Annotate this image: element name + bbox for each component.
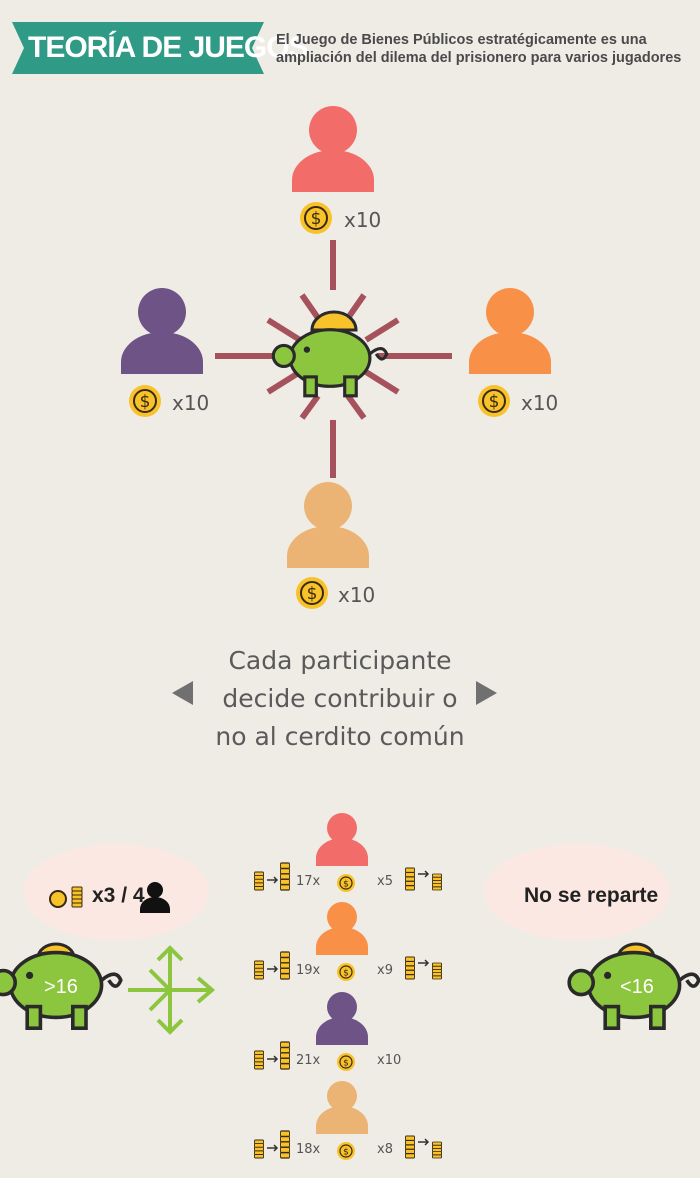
arrow-right-icon: [476, 681, 497, 705]
right-bubble-text: No se reparte: [524, 884, 659, 907]
person-icon: [140, 882, 170, 913]
row-4-left-count: 18x: [296, 1142, 321, 1157]
coin-icon: [128, 384, 162, 418]
row-1-right-count: x5: [377, 874, 393, 889]
right-pig-label: <16: [620, 976, 654, 998]
row-2-right-count: x9: [377, 963, 393, 978]
arrow-left-icon: [172, 681, 193, 705]
rays: [215, 240, 452, 478]
small-player-red-icon: [316, 813, 368, 866]
row-1-left-count: 17x: [296, 874, 321, 889]
title-banner: [12, 22, 264, 74]
coin-icon: [477, 384, 511, 418]
coin-icon: [336, 873, 356, 893]
coin-transfer-left-icon: [254, 951, 291, 980]
player-purple-coins: x10: [172, 391, 210, 415]
row-3-left-count: 21x: [296, 1053, 321, 1068]
player-orange-coins: x10: [521, 391, 559, 415]
right-bubble: [484, 844, 670, 940]
coin-stack-icon: [71, 886, 83, 908]
coin-icon: [49, 890, 67, 908]
row-4-right-count: x8: [377, 1142, 393, 1157]
small-player-purple-icon: [316, 992, 368, 1045]
coin-icon: [299, 201, 333, 235]
subtitle-line-1: El Juego de Bienes Públicos estratégicam…: [276, 32, 647, 48]
page-title: TEORÍA DE JUEGOS: [28, 31, 309, 64]
row-2-left-count: 19x: [296, 963, 321, 978]
small-player-tan-icon: [316, 1081, 368, 1134]
row-3-right-count: x10: [377, 1053, 402, 1068]
coin-icon: [336, 1141, 356, 1161]
small-player-orange-icon: [316, 902, 368, 955]
coin-transfer-left-icon: [254, 1130, 291, 1159]
left-pig-label: >16: [44, 976, 78, 998]
player-red-icon: [292, 106, 374, 192]
player-orange-icon: [469, 288, 551, 374]
coin-transfer-left-icon: [254, 862, 291, 891]
player-purple-icon: [121, 288, 203, 374]
center-text-line-2: decide contribuir o: [222, 684, 458, 713]
coin-transfer-right-icon: [404, 1135, 442, 1159]
center-text: Cada participante decide contribuir o no…: [190, 642, 490, 756]
player-tan-icon: [287, 482, 369, 568]
coin-icon: [336, 1052, 356, 1072]
coin-icon: [336, 962, 356, 982]
distribute-arrows-icon: [128, 945, 216, 1035]
subtitle-line-2: ampliación del dilema del prisionero par…: [276, 50, 682, 66]
left-bubble: [23, 844, 209, 940]
coin-transfer-right-icon: [404, 956, 442, 980]
left-piggy-bank-icon: [0, 942, 123, 1030]
player-tan-coins: x10: [338, 583, 376, 607]
player-red-coins: x10: [344, 208, 382, 232]
right-piggy-bank-icon: [567, 942, 700, 1030]
coin-transfer-left-icon: [254, 1041, 291, 1070]
left-bubble-text: x3 / 4: [92, 884, 145, 907]
center-text-line-3: no al cerdito común: [215, 722, 465, 751]
coin-transfer-right-icon: [404, 867, 442, 891]
coin-icon: [295, 576, 329, 610]
central-piggy-bank-icon: [271, 310, 389, 398]
page-subtitle: El Juego de Bienes Públicos estratégicam…: [276, 31, 696, 67]
center-text-line-1: Cada participante: [228, 646, 452, 675]
